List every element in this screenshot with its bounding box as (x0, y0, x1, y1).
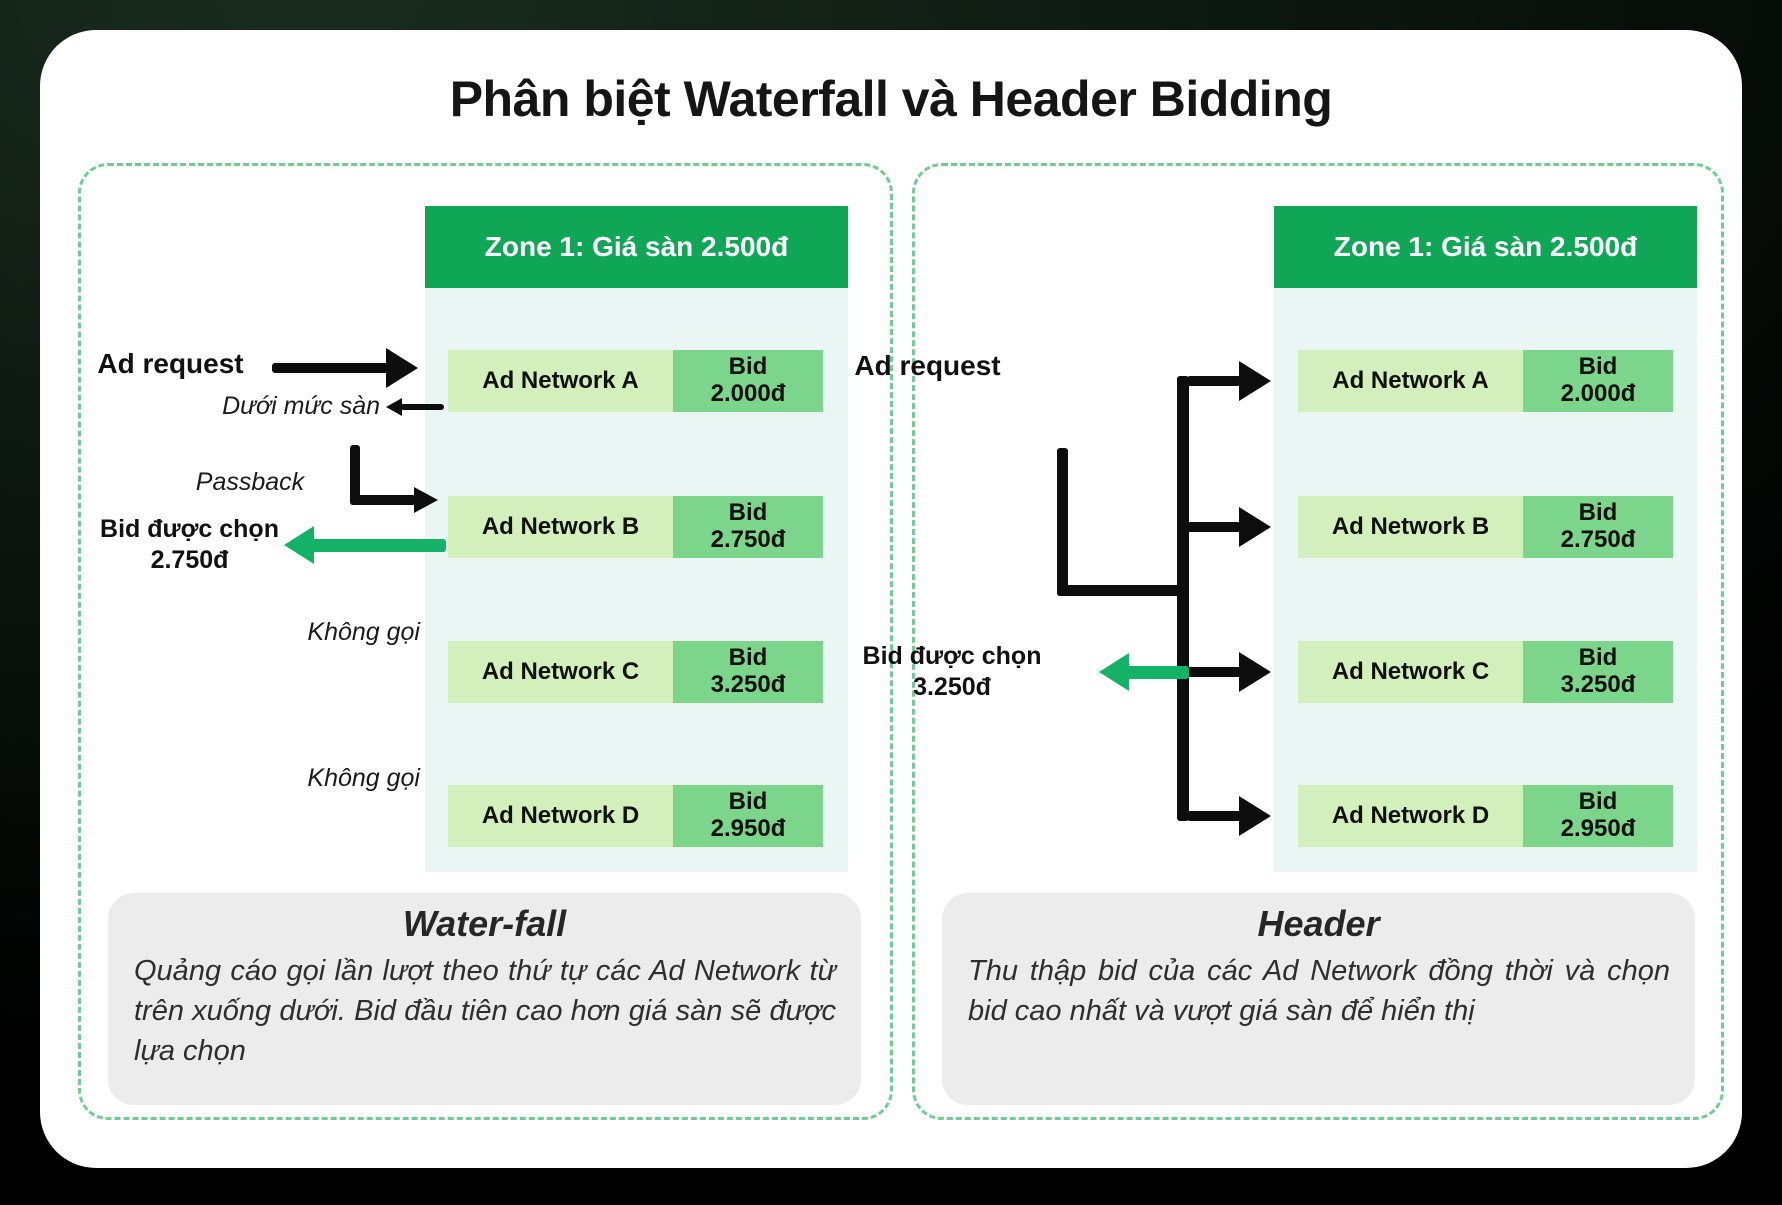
header-summary-card: Header Thu thập bid của các Ad Network đ… (942, 893, 1695, 1105)
passback-elbow-vertical (350, 445, 360, 505)
bid-badge: Bid 2.950đ (673, 785, 823, 847)
bid-badge: Bid 3.250đ (1523, 641, 1673, 703)
fanout-arrow-icon (1187, 522, 1241, 532)
ad-request-elbow-horizontal (1057, 585, 1189, 596)
bid-value: 2.000đ (1560, 380, 1636, 407)
bid-label: Bid (1578, 788, 1618, 816)
chosen-bid-arrowhead-icon (284, 526, 314, 564)
bid-label: Bid (728, 788, 768, 816)
ad-request-elbow-vertical (1057, 448, 1068, 596)
network-name: Ad Network D (448, 785, 673, 847)
fanout-arrow-icon (1187, 376, 1241, 386)
chosen-bid-value: 3.250đ (913, 673, 991, 701)
bid-label: Bid (1578, 499, 1618, 527)
below-floor-arrow-icon (400, 404, 444, 410)
network-name: Ad Network C (1298, 641, 1523, 703)
bid-badge: Bid 2.950đ (1523, 785, 1673, 847)
bid-badge: Bid 2.000đ (673, 350, 823, 412)
ad-request-label: Ad request (854, 350, 1001, 381)
fanout-arrow-icon (1187, 667, 1241, 677)
fanout-arrow-icon (1187, 811, 1241, 821)
passback-arrow-icon (350, 495, 416, 505)
bid-badge: Bid 2.000đ (1523, 350, 1673, 412)
summary-title: Header (1257, 903, 1380, 944)
bid-value: 2.750đ (1560, 526, 1636, 553)
bid-badge: Bid 2.750đ (673, 496, 823, 558)
network-name: Ad Network D (1298, 785, 1523, 847)
chosen-bid-text: Bid được chọn (862, 642, 1042, 670)
bid-badge: Bid 3.250đ (673, 641, 823, 703)
fanout-arrowhead-icon (1239, 507, 1271, 547)
trunk-line (1177, 376, 1189, 821)
bid-value: 3.250đ (710, 671, 786, 698)
chosen-bid-label: Bid được chọn 2.750đ (92, 514, 287, 576)
network-name: Ad Network C (448, 641, 673, 703)
ad-request-label: Ad request (97, 348, 244, 379)
network-name: Ad Network A (1298, 350, 1523, 412)
below-floor-arrowhead-icon (386, 398, 402, 416)
bid-value: 2.000đ (710, 380, 786, 407)
fanout-arrowhead-icon (1239, 796, 1271, 836)
bid-label: Bid (728, 499, 768, 527)
zone-header: Zone 1: Giá sàn 2.500đ (425, 206, 848, 288)
summary-description: Thu thập bid của các Ad Network đồng thờ… (968, 955, 1670, 1028)
below-floor-label: Dưới mức sàn (222, 392, 380, 420)
ad-request-arrow-icon (272, 363, 388, 373)
bid-badge: Bid 2.750đ (1523, 496, 1673, 558)
waterfall-summary-card: Water-fall Quảng cáo gọi lần lượt theo t… (108, 893, 861, 1105)
summary-description: Quảng cáo gọi lần lượt theo thứ tự các A… (134, 955, 836, 1068)
bid-label: Bid (728, 644, 768, 672)
summary-title: Water-fall (402, 903, 567, 944)
bid-value: 2.750đ (710, 526, 786, 553)
passback-label: Passback (195, 468, 305, 496)
bid-value: 2.950đ (1560, 815, 1636, 842)
ad-request-arrowhead-icon (386, 348, 418, 388)
chosen-bid-value: 2.750đ (150, 546, 229, 574)
passback-arrowhead-icon (414, 487, 438, 513)
zone-header: Zone 1: Giá sàn 2.500đ (1274, 206, 1697, 288)
chosen-bid-arrowhead-icon (1099, 653, 1129, 691)
bid-label: Bid (1578, 644, 1618, 672)
chosen-bid-label: Bid được chọn 3.250đ (812, 641, 1092, 703)
waterfall-panel (78, 163, 893, 1120)
network-name: Ad Network A (448, 350, 673, 412)
not-called-label: Không gọi (307, 618, 420, 646)
network-name: Ad Network B (448, 496, 673, 558)
fanout-arrowhead-icon (1239, 652, 1271, 692)
bid-value: 2.950đ (710, 815, 786, 842)
not-called-label: Không gọi (307, 764, 420, 792)
header-bidding-panel (912, 163, 1724, 1120)
bid-label: Bid (728, 353, 768, 381)
page-title: Phân biệt Waterfall và Header Bidding (449, 71, 1333, 127)
chosen-bid-arrow-icon (1126, 666, 1189, 679)
bid-label: Bid (1578, 353, 1618, 381)
bid-value: 3.250đ (1560, 671, 1636, 698)
chosen-bid-text: Bid được chọn (100, 515, 279, 543)
chosen-bid-arrow-icon (311, 539, 446, 552)
network-name: Ad Network B (1298, 496, 1523, 558)
fanout-arrowhead-icon (1239, 361, 1271, 401)
